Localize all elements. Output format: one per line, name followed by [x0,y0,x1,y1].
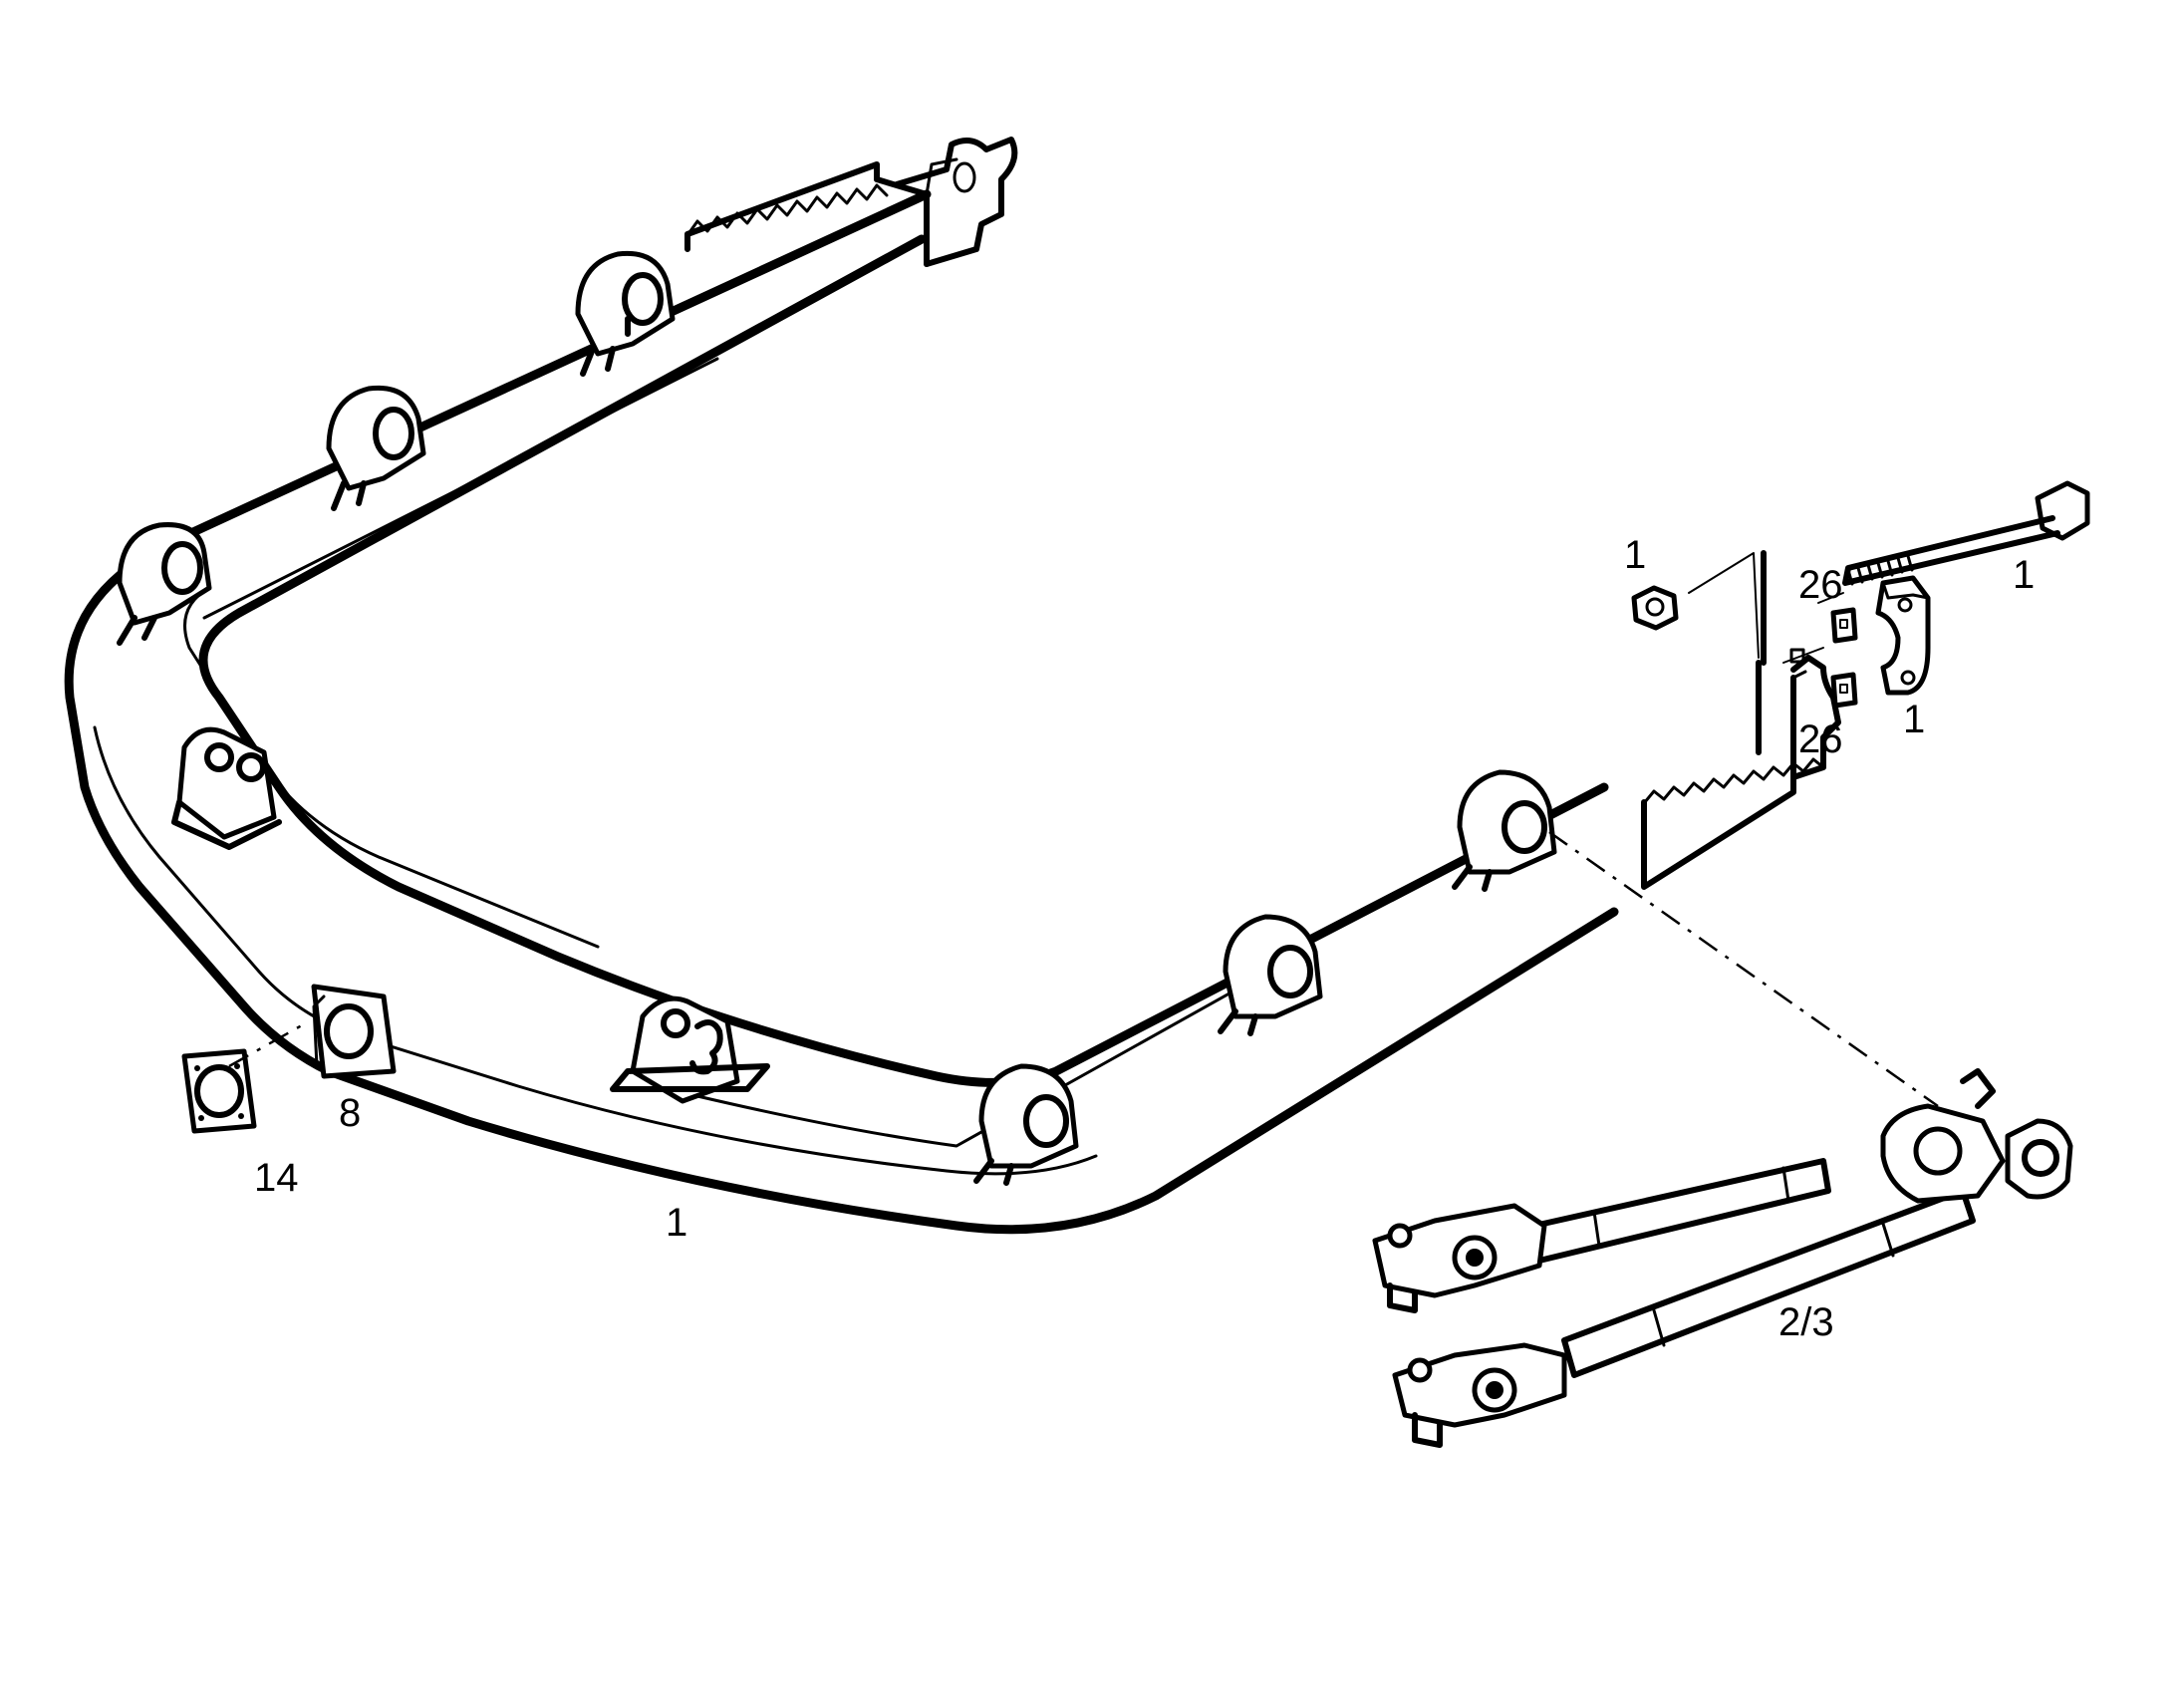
callout-nut: 1 [1624,533,1646,577]
frame-seam-right [695,955,1297,1148]
callout-bolt: 1 [2013,553,2035,597]
callout-gasket: 14 [254,1156,299,1200]
main-frame [64,189,1619,1235]
bracket-left-2 [326,385,426,511]
bolt [1842,480,2090,586]
leader-gasket-to-cover [228,1019,310,1068]
linkage-assembly [1372,1068,2073,1448]
bracket-right-1 [973,1063,1079,1186]
leader-shim [1782,647,1824,664]
shims [1830,607,1858,709]
callout-linkage: 2/3 [1778,1300,1834,1344]
callout-labels: 1 1 1 1 26 26 8 14 2/3 [254,533,2035,1344]
nut [1631,585,1679,631]
frame-seam [202,357,719,620]
pivot-bracket-center [610,995,770,1104]
bracket-left-1 [575,250,676,377]
mount-brackets [117,250,1557,1186]
bracket-right-2 [1218,914,1323,1036]
cover-plate [311,984,397,1079]
frame-inner-edge [198,234,1609,1087]
callout-clamp: 1 [1903,698,1925,741]
callout-frame: 1 [666,1201,687,1245]
right-arm-end [1641,550,1841,890]
gasket [181,1048,257,1134]
leader-nut [1688,552,1760,659]
callout-shim-top: 26 [1798,563,1843,607]
left-arm-end [684,137,1018,267]
bracket-right-3 [1452,769,1557,892]
leader-frame-to-linkage [1548,830,1939,1108]
callout-cover: 8 [339,1091,361,1135]
clamp [1875,575,1931,696]
callout-shim-bottom: 26 [1798,717,1843,761]
leader-bolt [1817,592,1844,604]
frame-outer-edge [64,189,1619,1235]
pivot-bracket-left [171,726,282,850]
bracket-left-3 [117,522,212,646]
leader-lines [228,552,1939,1108]
